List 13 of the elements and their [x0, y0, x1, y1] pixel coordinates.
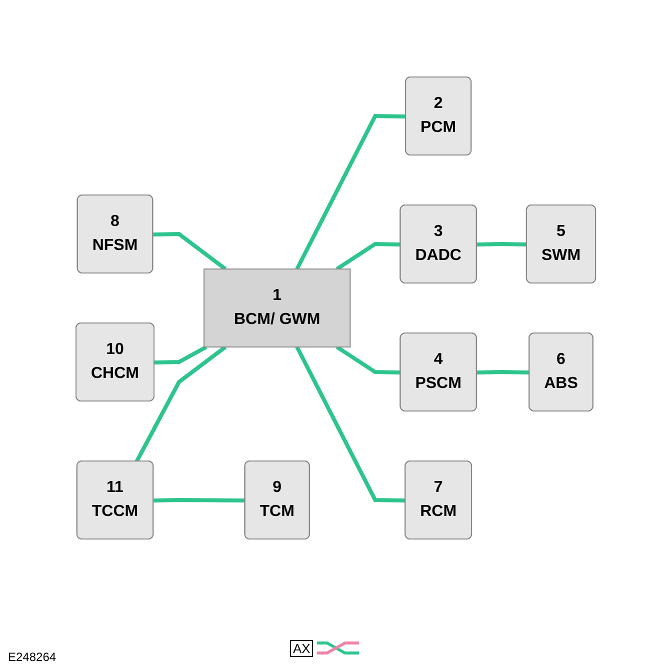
node-box: 1 BCM/ GWM [204, 268, 351, 348]
connector [336, 345, 401, 374]
connector [135, 345, 227, 462]
connector [154, 498, 246, 502]
figure-number: E248264 [8, 650, 56, 664]
connector [477, 370, 530, 374]
connector [336, 242, 401, 271]
connector [477, 242, 528, 246]
connector [154, 345, 208, 364]
connector [295, 114, 406, 270]
legend-label: AX [290, 640, 314, 656]
connector [295, 346, 406, 502]
connector [153, 232, 227, 271]
